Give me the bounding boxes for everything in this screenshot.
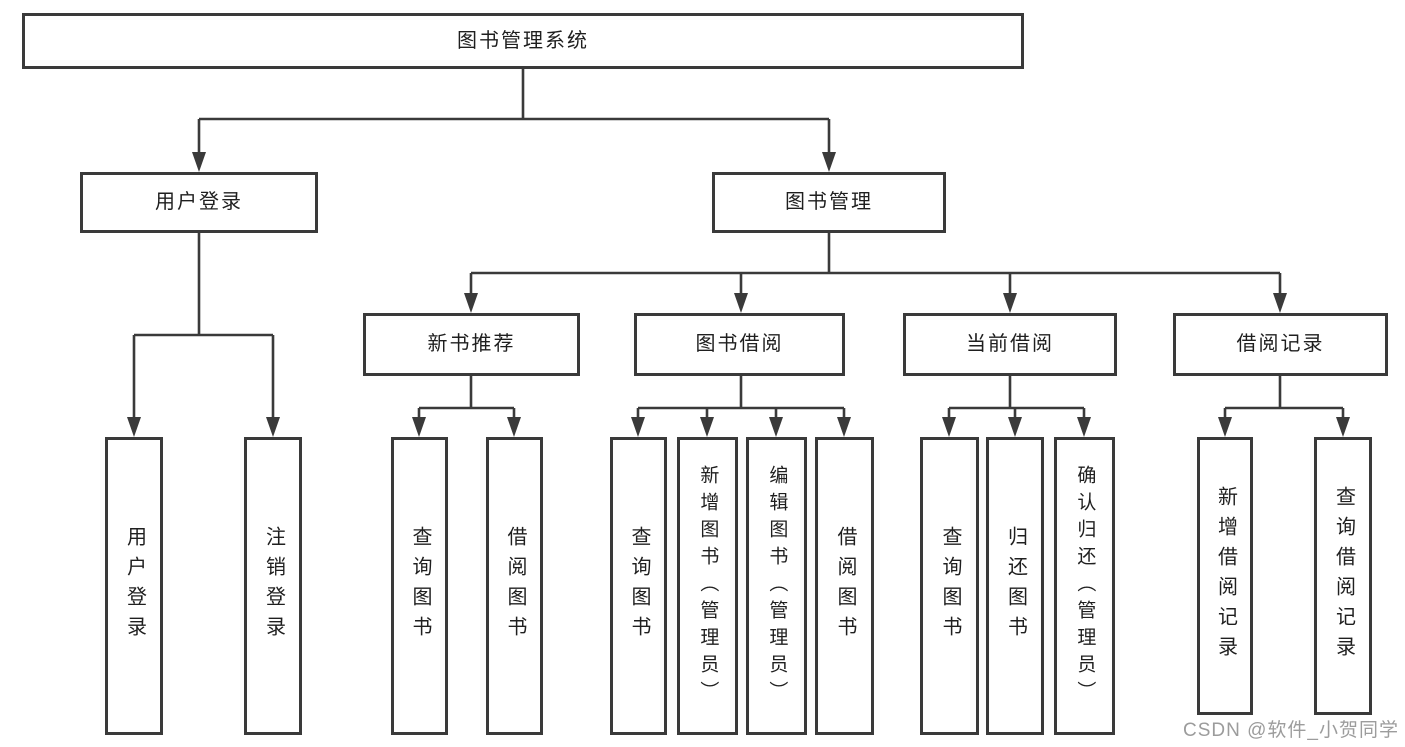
node-new-book-recommendation: 新书推荐 [363,313,580,376]
leaf-add-books-admin: 新增图书（管理员） [677,437,738,735]
leaf-query-books-current: 查询图书 [920,437,979,735]
leaf-borrow-books-recommend: 借阅图书 [486,437,543,735]
leaf-query-borrow-record: 查询借阅记录 [1314,437,1372,715]
csdn-watermark: CSDN @软件_小贺同学 [1183,720,1399,741]
leaf-user-login: 用户登录 [105,437,163,735]
leaf-add-borrow-record: 新增借阅记录 [1197,437,1253,715]
node-book-management: 图书管理 [712,172,946,233]
leaf-query-books-recommend: 查询图书 [391,437,448,735]
leaf-borrow-books: 借阅图书 [815,437,874,735]
node-current-borrowing: 当前借阅 [903,313,1117,376]
leaf-edit-books-admin: 编辑图书（管理员） [746,437,807,735]
leaf-return-books: 归还图书 [986,437,1044,735]
leaf-confirm-return-admin: 确认归还（管理员） [1054,437,1115,735]
node-borrowing-records: 借阅记录 [1173,313,1388,376]
node-library-management-system: 图书管理系统 [22,13,1024,69]
node-user-login: 用户登录 [80,172,318,233]
leaf-logout: 注销登录 [244,437,302,735]
node-book-borrowing: 图书借阅 [634,313,845,376]
leaf-query-books-borrowing: 查询图书 [610,437,667,735]
